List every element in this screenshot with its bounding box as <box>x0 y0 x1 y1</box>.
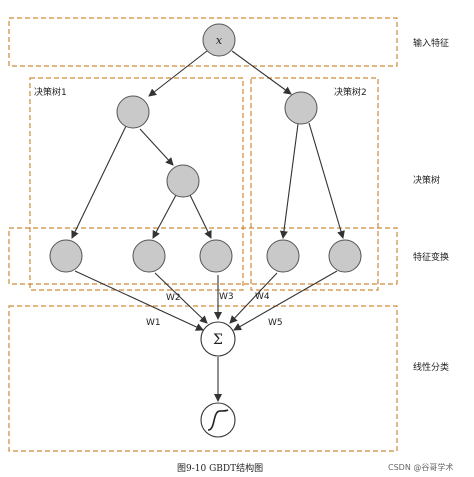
label-feature-transform: 特征变换 <box>413 251 449 263</box>
edge-input-to-tree1-root <box>148 50 208 97</box>
decision-tree-2-box <box>250 77 379 291</box>
linear-classifier-layer-box <box>8 305 398 452</box>
edge-inner-to-leaf2 <box>152 194 177 239</box>
leaf-node-1 <box>49 239 83 273</box>
weight-w5: W5 <box>268 318 283 328</box>
feature-transform-layer-box <box>8 227 398 285</box>
edge-leaf1-to-sum <box>74 270 204 331</box>
input-node <box>202 23 236 57</box>
leaf-node-3 <box>199 239 233 273</box>
weighted-edges <box>74 270 338 402</box>
tree2-root-node <box>284 91 318 125</box>
watermark: CSDN @谷哥学术 <box>388 462 453 472</box>
tree2-label: 决策树2 <box>334 86 367 98</box>
edge-tree2-root-to-leaf5 <box>308 122 345 239</box>
edge-leaf5-to-sum <box>233 270 338 331</box>
edge-tree1-root-to-leaf1 <box>71 125 127 239</box>
input-node-label: x <box>216 34 223 47</box>
weight-w1: W1 <box>146 318 161 328</box>
tree1-label: 决策树1 <box>34 86 67 98</box>
edge-leaf2-to-sum <box>154 272 208 324</box>
leaf-node-2 <box>132 239 166 273</box>
edge-tree1-root-to-inner <box>139 128 174 166</box>
sigmoid-curve-icon <box>207 409 229 431</box>
label-linear-classifier: 线性分类 <box>413 361 449 373</box>
decision-tree-1-box <box>29 77 244 291</box>
edge-leaf4-to-sum <box>229 272 278 324</box>
input-feature-layer-box <box>8 17 398 67</box>
weight-w3: W3 <box>219 292 234 302</box>
leaf-node-4 <box>266 239 300 273</box>
tree-edges <box>71 50 345 239</box>
weight-w4: W4 <box>255 292 270 302</box>
label-decision-tree: 决策树 <box>413 174 440 186</box>
leaf-node-5 <box>328 239 362 273</box>
weight-w2: W2 <box>166 293 181 303</box>
tree1-root-node <box>116 95 150 129</box>
sum-symbol: Σ <box>213 332 223 348</box>
tree1-inner-node <box>166 164 200 198</box>
edge-tree2-root-to-leaf4 <box>279 123 299 239</box>
label-input-feature: 输入特征 <box>413 37 449 49</box>
edge-input-to-tree2-root <box>231 50 292 95</box>
sum-node <box>200 321 236 357</box>
sigmoid-node <box>200 402 236 438</box>
edge-inner-to-leaf3 <box>189 194 212 239</box>
figure-caption: 图9-10 GBDT结构图 <box>177 462 263 474</box>
